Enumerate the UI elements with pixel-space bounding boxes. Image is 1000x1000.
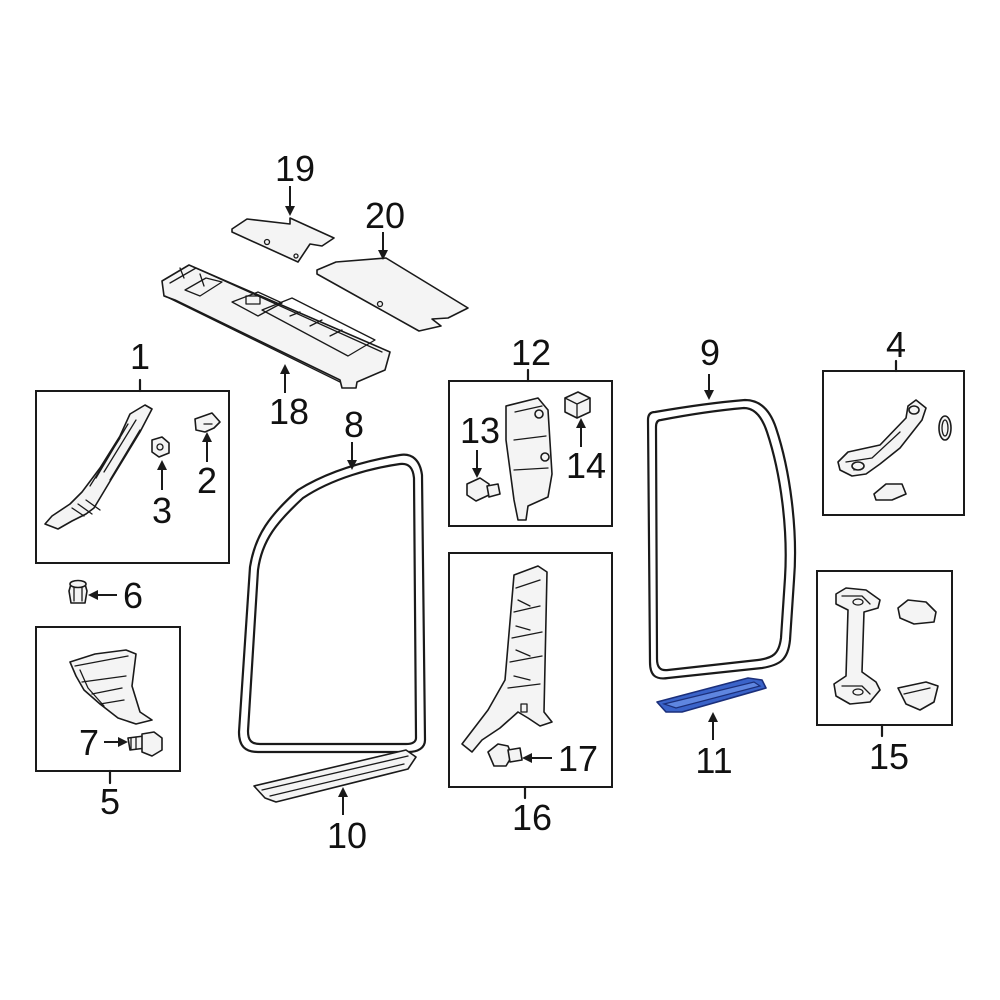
- part-19-mat[interactable]: [231, 217, 335, 263]
- part-3-nut[interactable]: [151, 436, 170, 458]
- part-15-cover-upper[interactable]: [897, 599, 937, 625]
- group-box-5: [35, 626, 181, 785]
- part-4-grip-cover-a[interactable]: [938, 415, 952, 441]
- part-15-assist-grip[interactable]: [833, 587, 881, 705]
- group-box-4: [822, 359, 965, 516]
- callout-10: 10: [327, 815, 367, 856]
- callout-13: 13: [460, 410, 500, 451]
- part-8-door-weatherstrip[interactable]: [237, 453, 427, 754]
- group-box-15: [816, 570, 953, 738]
- callout-3: 3: [152, 490, 172, 531]
- callout-15: 15: [869, 736, 909, 777]
- callout-16: 16: [512, 797, 552, 838]
- callout-11: 11: [695, 740, 732, 781]
- callout-12: 12: [511, 332, 551, 373]
- callout-14: 14: [566, 445, 606, 486]
- part-16-b-pillar-lower[interactable]: [461, 565, 553, 753]
- part-4-grip-cover-b[interactable]: [873, 483, 907, 501]
- callout-5: 5: [100, 781, 120, 822]
- callout-2: 2: [197, 460, 217, 501]
- callout-19: 19: [275, 148, 315, 189]
- callout-17: 17: [558, 738, 598, 779]
- callout-18: 18: [269, 391, 309, 432]
- part-11-rear-scuff-plate[interactable]: [656, 677, 767, 713]
- part-15-cover-lower[interactable]: [897, 681, 939, 711]
- part-14-clip[interactable]: [564, 391, 591, 419]
- part-18-storage-tray[interactable]: [161, 264, 391, 389]
- part-7-bolt[interactable]: [127, 731, 163, 757]
- part-17-bolt[interactable]: [487, 743, 523, 767]
- part-4-assist-grip[interactable]: [837, 399, 927, 477]
- part-12-b-pillar-upper[interactable]: [505, 397, 553, 521]
- part-9-rear-door-weatherstrip[interactable]: [646, 398, 797, 680]
- part-10-scuff-plate[interactable]: [253, 749, 417, 803]
- part-5-cowl-side-trim[interactable]: [69, 649, 153, 725]
- callout-6: 6: [123, 575, 143, 616]
- part-20-mat[interactable]: [316, 257, 469, 332]
- callout-9: 9: [700, 332, 720, 373]
- group-box-1: [35, 378, 230, 564]
- leader-arrows: [88, 186, 718, 815]
- callout-8: 8: [344, 404, 364, 445]
- callout-20: 20: [365, 195, 405, 236]
- callout-1: 1: [130, 336, 150, 377]
- part-1-a-pillar-garnish[interactable]: [44, 404, 153, 530]
- part-13-clip[interactable]: [466, 477, 501, 502]
- part-6-bolt[interactable]: [68, 579, 88, 604]
- group-box-12: [448, 368, 613, 527]
- callout-7: 7: [79, 722, 99, 763]
- callout-4: 4: [886, 324, 906, 365]
- group-box-16: [448, 552, 613, 800]
- part-2-clip[interactable]: [194, 412, 221, 433]
- callout-labels: 19 20 18 1 2 3 6 7 5 8 10 12 13 14 16 17…: [79, 148, 909, 856]
